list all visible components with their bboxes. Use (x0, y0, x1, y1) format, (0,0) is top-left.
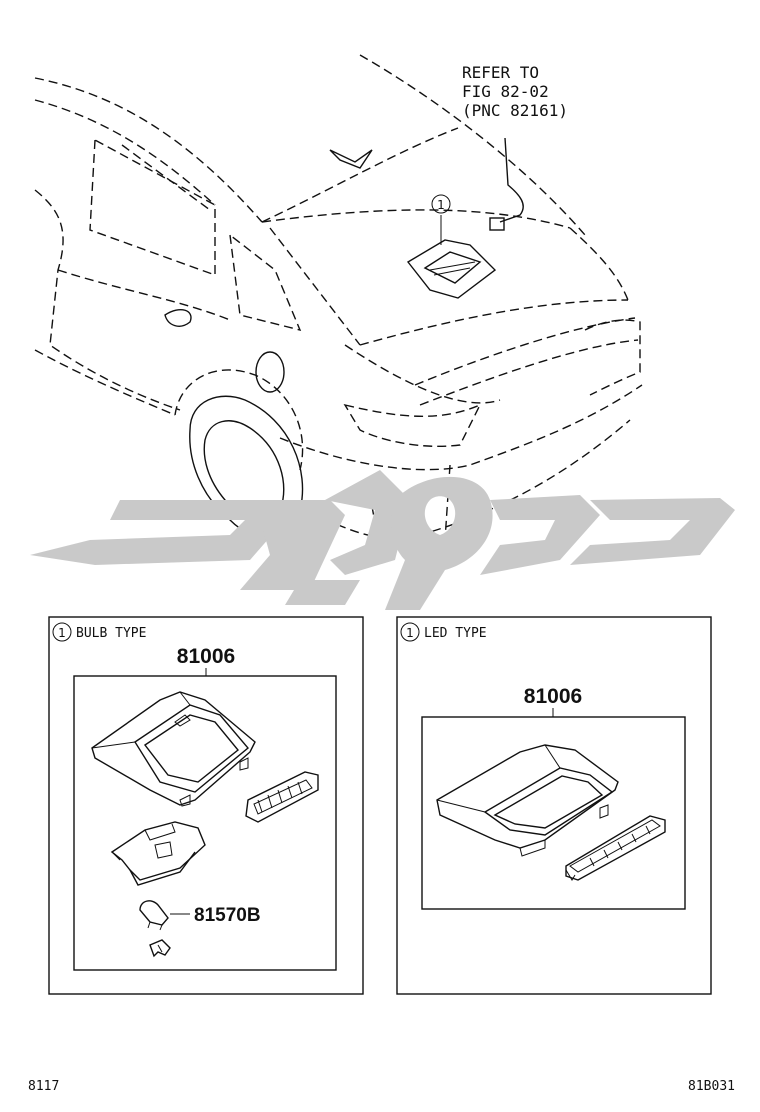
bulb-clip (149, 939, 171, 958)
bulb-lamp-housing (91, 691, 256, 807)
callout-marker-circle (431, 194, 451, 214)
footer-left-code: 8117 (28, 1079, 59, 1094)
bulb-type-title: BULB TYPE (76, 626, 146, 641)
refer-line-2: FIG 82-02 (462, 82, 549, 101)
bulb-marker-circle (52, 622, 72, 642)
watermark-logo (30, 470, 735, 610)
led-marker-circle (400, 622, 420, 642)
led-assembly-box (421, 716, 686, 910)
car-outline (34, 54, 643, 541)
bulb-part-number-81006: 81006 (177, 645, 235, 668)
refer-line-1: REFER TO (462, 63, 539, 82)
footer-right-code: 81B031 (688, 1079, 735, 1094)
led-type-title: LED TYPE (424, 626, 487, 641)
led-marker: 1 (406, 626, 414, 640)
refer-line-3: (PNC 82161) (462, 101, 568, 120)
bulb-type-panel (48, 616, 364, 995)
bulb-socket-bracket (110, 821, 206, 886)
led-part-number-81006: 81006 (524, 685, 582, 708)
bulb-lamp-lens (245, 771, 319, 823)
wedge-bulb (139, 900, 190, 931)
led-lamp-housing (436, 744, 619, 857)
callout-marker: 1 (437, 198, 445, 212)
bulb-part-number: 81570B (194, 905, 261, 926)
led-light-bar (565, 815, 666, 881)
bulb-assembly-box (73, 675, 337, 971)
bulb-marker: 1 (58, 626, 66, 640)
led-type-panel (396, 616, 712, 995)
